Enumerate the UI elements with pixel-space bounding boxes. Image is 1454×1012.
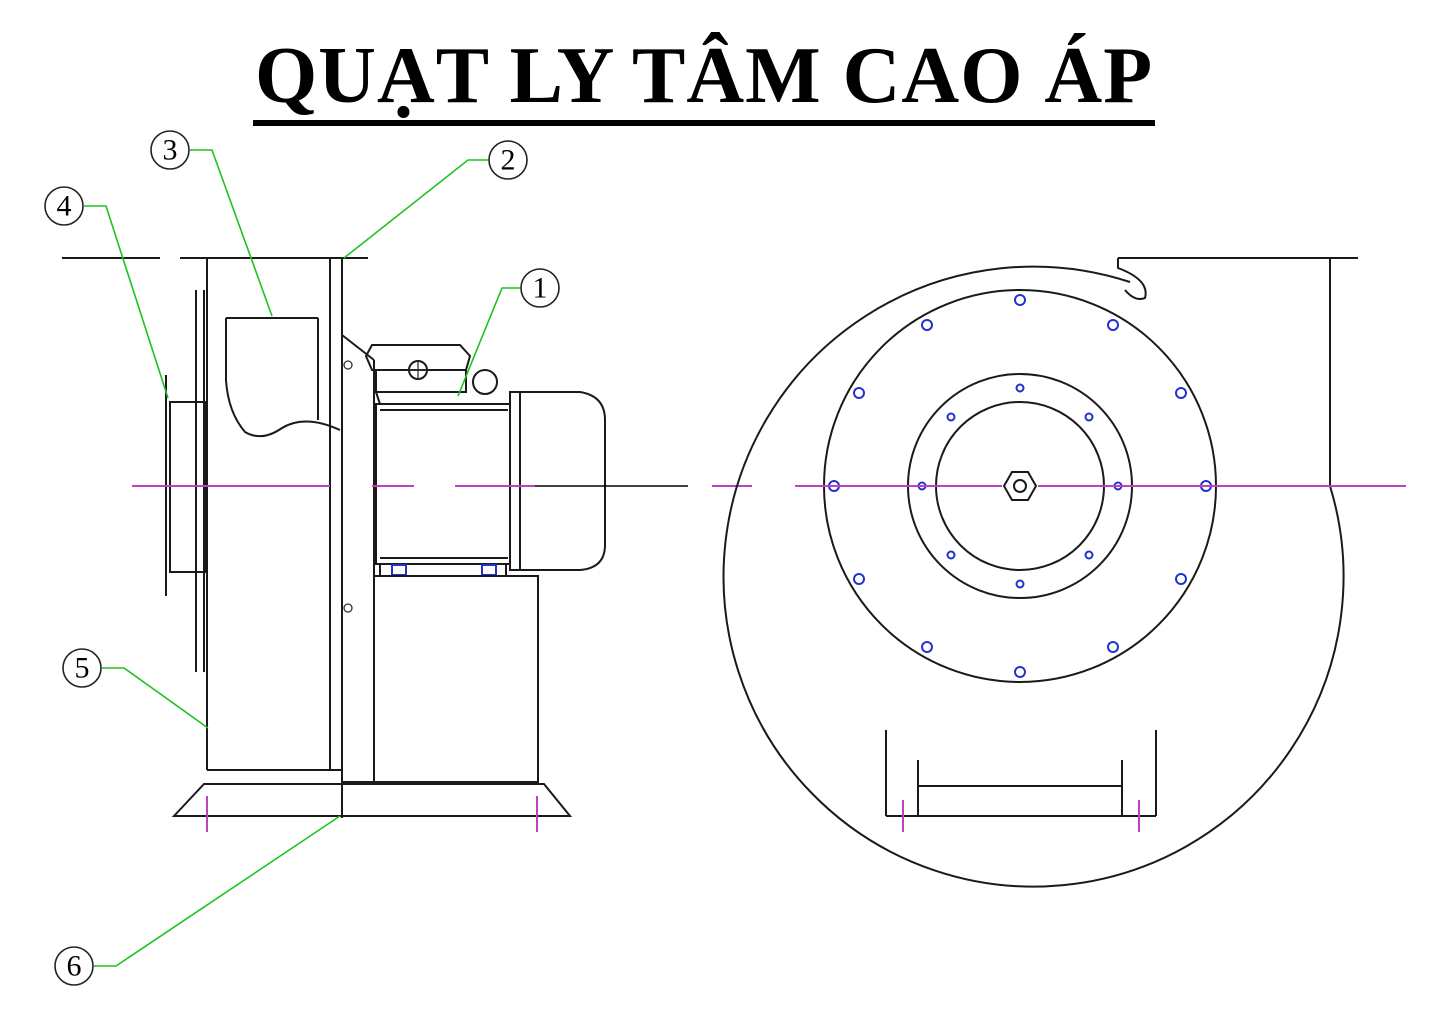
base	[171, 783, 573, 832]
motor	[364, 344, 606, 577]
outlet-duct	[225, 317, 341, 438]
callout-5: 5	[62, 648, 102, 688]
callout-6: 6	[54, 946, 94, 986]
drawing-title: QUẠT LY TÂM CAO ÁP	[0, 28, 1408, 126]
callout-1: 1	[520, 268, 560, 308]
callout-3: 3	[150, 130, 190, 170]
volute-casing	[722, 257, 1358, 888]
front-view	[722, 257, 1406, 888]
callout-4-label: 4	[57, 190, 72, 223]
callout-2: 2	[488, 140, 528, 180]
hub	[1002, 471, 1038, 501]
callout-3-label: 3	[163, 134, 178, 167]
inlet-flange	[165, 290, 207, 672]
callout-5-label: 5	[75, 652, 90, 685]
front-base	[885, 730, 1157, 832]
motor-mount-plate	[341, 334, 375, 782]
callout-6-label: 6	[67, 950, 82, 983]
side-view	[62, 257, 752, 832]
motor-stand	[342, 575, 539, 783]
fan-housing	[206, 258, 343, 818]
callout-4: 4	[44, 186, 84, 226]
leader-lines	[84, 149, 520, 967]
drawing-title-text: QUẠT LY TÂM CAO ÁP	[252, 32, 1156, 126]
callout-1-label: 1	[533, 272, 548, 305]
callout-2-label: 2	[501, 144, 516, 177]
